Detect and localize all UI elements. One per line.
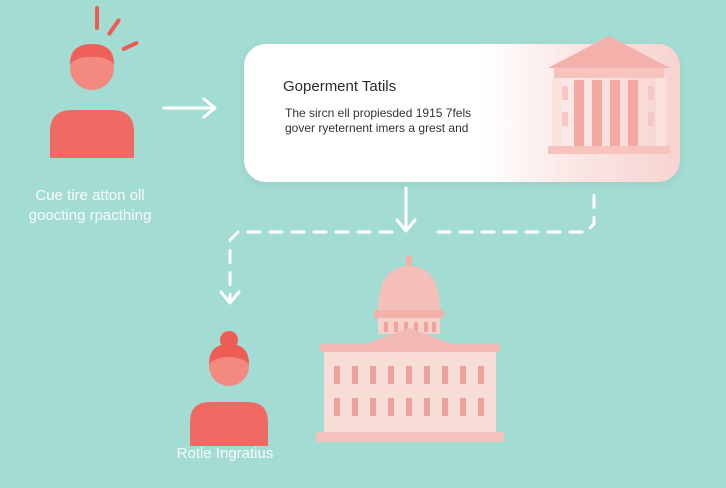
left-person-caption-line1: Cue tire atton oll	[35, 187, 145, 204]
dashed-line-left	[228, 230, 394, 302]
government-building-icon	[548, 36, 670, 154]
capitol-building-icon	[316, 256, 504, 442]
card-body: The sircn ell propiesded 1915 7fels gove…	[285, 106, 535, 136]
arrow-right-icon	[162, 97, 217, 119]
person-icon	[190, 331, 268, 446]
dashed-line-right	[436, 184, 596, 234]
card-body-line2: gover ryeternent imers a grest and	[285, 121, 469, 135]
dashed-arrowhead-left	[219, 290, 241, 305]
arrow-down-icon	[395, 186, 417, 233]
left-person-caption-line2: goocting rpacthing	[28, 207, 152, 224]
person-alert-icon	[50, 6, 139, 158]
card-title: Goperment Tatils	[283, 78, 397, 95]
left-person-caption: Cue tire atton oll goocting rpacthing	[0, 186, 180, 226]
card-body-line1: The sircn ell propiesded 1915 7fels	[285, 106, 472, 120]
alert-marks	[95, 6, 139, 51]
bottom-person-caption: Rotle Ingratius	[176, 445, 274, 462]
